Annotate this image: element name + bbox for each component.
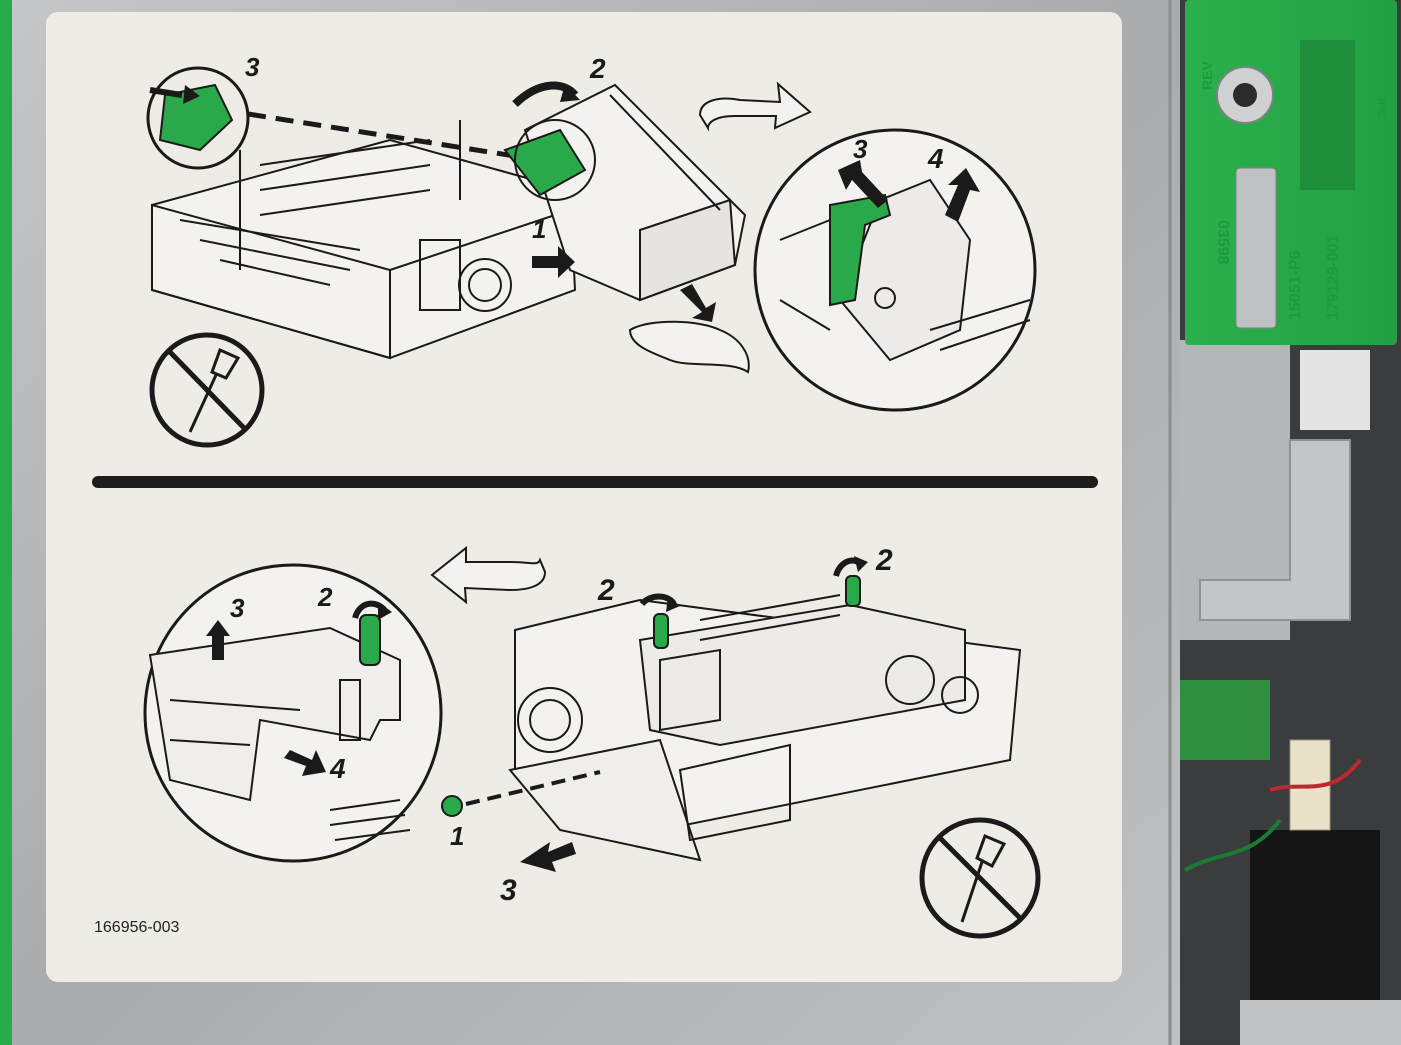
no-screwdriver-icon [149,332,265,448]
bottom-detail-screw-arrowhead [378,602,392,620]
interior-metal-clip [1199,439,1351,621]
bottom-pull-arrow [520,842,576,872]
bottom-step-3a: 3 [230,593,245,623]
bottom-thumbscrew-a [653,613,669,649]
bottom-chassis-drawing [508,594,1022,862]
bottom-detail-circle [143,563,443,863]
no-screwdriver-icon-bottom [919,817,1041,939]
top-detail-circle [146,66,250,170]
top-step-2: 2 [589,53,606,84]
top-step-1: 1 [532,214,546,244]
bottom-step-2c: 2 [875,544,893,577]
top-push-arrow [532,246,575,278]
bracket-text-code2: 179129-001 [1325,234,1342,320]
bottom-detail-lift-arrow [206,620,230,660]
bracket-text-mold: 03598 [1214,220,1231,265]
top-right-detail-circle [753,128,1037,412]
top-rotate-arrowhead [560,84,580,102]
bracket-text-code1: 15051-P6 [1287,251,1304,320]
interior-wire-green [1184,818,1282,872]
bottom-step-4: 4 [329,753,346,784]
top-down-arrow [680,284,716,322]
top-chassis-drawing [151,120,577,360]
top-step-3b: 3 [853,134,868,164]
bracket-text-rev: REV [1199,61,1215,90]
bottom-detail-slide-arrow [284,750,326,776]
green-bracket: REV 03598 15051-P6 179129-001 JPC [1185,0,1397,345]
part-number: 166956-003 [94,919,180,936]
chassis-edge-left [0,0,12,1045]
top-lift-arrow-3 [838,160,888,208]
interior-metal-bottom [1240,1000,1401,1045]
bottom-step-2b: 2 [597,574,615,607]
top-step-3a: 3 [245,52,260,82]
bottom-flip-arrow [430,545,547,605]
interior-cable-block [1300,350,1370,430]
top-detail-arrowhead [183,85,200,104]
interior-green-foam [1180,680,1270,760]
bottom-step-3b: 3 [500,874,517,907]
top-flip-arrow [698,81,812,132]
interior-connector [1250,830,1380,1020]
interior-wire-red [1269,758,1362,792]
top-hand [628,320,750,374]
bottom-thumbscrew-green [441,795,463,817]
top-step-4: 4 [927,143,944,174]
top-drive-cage [503,83,747,302]
bottom-thumbscrew-b [845,575,861,607]
bottom-screw-arrowhead-a [666,596,680,612]
bottom-screw-arrowhead-b [854,556,868,572]
top-leader-dashed [247,111,541,163]
label-divider [92,476,1098,488]
bottom-step-2a: 2 [317,582,333,612]
bracket-text-small: JPC [1375,95,1389,119]
top-detail-arrow [149,87,183,98]
top-lift-arrow-4 [945,168,980,222]
bottom-leader-dashed [465,770,601,806]
bottom-step-1: 1 [450,821,464,851]
